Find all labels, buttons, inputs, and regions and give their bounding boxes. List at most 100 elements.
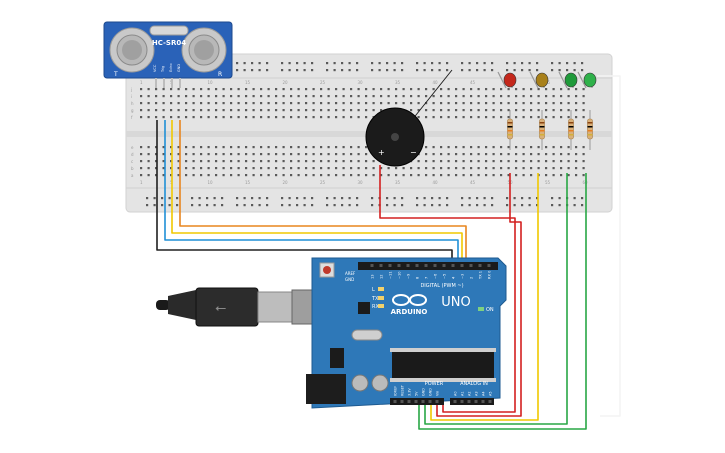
breadboard-hole: [417, 88, 420, 91]
breadboard-rail-hole: [491, 69, 494, 72]
led: [558, 71, 578, 89]
breadboard-rail-hole: [266, 69, 269, 72]
sensor-pin-label: Trig: [161, 66, 165, 73]
breadboard-row-letter: e: [131, 145, 134, 150]
breadboard-hole: [162, 160, 165, 163]
breadboard-hole: [155, 109, 158, 112]
digital-pin-label: 2: [470, 277, 474, 279]
tx-label: TX: [371, 296, 379, 302]
breadboard-hole: [252, 146, 255, 149]
wire-red-buzzer: [379, 165, 516, 413]
breadboard-hole: [455, 146, 458, 149]
breadboard-rail-hole: [483, 204, 486, 207]
digital-pin: [388, 264, 392, 267]
breadboard-hole: [530, 102, 533, 105]
resistor: [587, 110, 593, 150]
breadboard-hole: [185, 153, 188, 156]
breadboard-hole: [297, 153, 300, 156]
breadboard-hole: [380, 174, 383, 177]
analog-pin-label: A3: [475, 392, 479, 396]
breadboard-hole: [530, 153, 533, 156]
breadboard-hole: [342, 109, 345, 112]
breadboard-hole: [575, 153, 578, 156]
breadboard-hole: [267, 116, 270, 119]
breadboard-hole: [200, 95, 203, 98]
breadboard-hole: [230, 109, 233, 112]
breadboard-hole: [200, 116, 203, 119]
breadboard-hole: [297, 95, 300, 98]
led: [497, 71, 517, 89]
breadboard-hole: [162, 109, 165, 112]
usb-plug: [195, 287, 259, 327]
breadboard-hole: [162, 153, 165, 156]
breadboard-rail-hole: [483, 62, 486, 65]
breadboard-hole: [560, 95, 563, 98]
breadboard-hole: [477, 153, 480, 156]
breadboard-rail-hole: [513, 197, 516, 200]
breadboard-hole: [305, 95, 308, 98]
breadboard-hole: [192, 95, 195, 98]
breadboard-hole: [335, 109, 338, 112]
breadboard-hole: [500, 102, 503, 105]
breadboard-hole: [515, 160, 518, 163]
breadboard-rail-hole: [528, 69, 531, 72]
breadboard-hole: [545, 109, 548, 112]
breadboard-rail-hole: [393, 62, 396, 65]
breadboard-hole: [312, 160, 315, 163]
breadboard-hole: [432, 153, 435, 156]
breadboard-hole: [447, 146, 450, 149]
breadboard-hole: [545, 167, 548, 170]
digital-pin: [487, 264, 491, 267]
resistor: [507, 110, 513, 150]
breadboard-hole: [492, 88, 495, 91]
breadboard-hole: [417, 95, 420, 98]
breadboard-hole: [380, 109, 383, 112]
breadboard-hole: [395, 167, 398, 170]
breadboard-hole: [320, 160, 323, 163]
breadboard-hole: [260, 116, 263, 119]
usb-cable: ⭠: [156, 287, 333, 327]
breadboard-rail-hole: [461, 69, 464, 72]
breadboard-hole: [500, 95, 503, 98]
breadboard-hole: [252, 88, 255, 91]
breadboard-hole: [440, 109, 443, 112]
breadboard-hole: [282, 109, 285, 112]
breadboard-hole: [425, 174, 428, 177]
breadboard-hole: [492, 146, 495, 149]
breadboard-hole: [485, 95, 488, 98]
breadboard-hole: [432, 167, 435, 170]
breadboard-hole: [477, 109, 480, 112]
breadboard-rail-hole: [536, 62, 539, 65]
breadboard-hole: [582, 174, 585, 177]
breadboard-hole: [185, 102, 188, 105]
breadboard-hole: [297, 174, 300, 177]
arduino-brand: ARDUINO: [391, 308, 428, 316]
breadboard-rail-hole: [416, 204, 419, 207]
breadboard-hole: [305, 88, 308, 91]
breadboard-hole: [155, 174, 158, 177]
breadboard-hole: [320, 102, 323, 105]
breadboard-hole: [192, 153, 195, 156]
breadboard-rail-hole: [446, 69, 449, 72]
breadboard-hole: [500, 109, 503, 112]
breadboard-hole: [350, 109, 353, 112]
breadboard-hole: [207, 160, 210, 163]
breadboard-hole: [177, 109, 180, 112]
led-array: [497, 71, 597, 150]
breadboard-hole: [342, 167, 345, 170]
power-pin: [393, 400, 397, 403]
breadboard-hole: [335, 102, 338, 105]
breadboard-hole: [410, 102, 413, 105]
breadboard-hole: [215, 109, 218, 112]
breadboard-hole: [185, 116, 188, 119]
breadboard-hole: [552, 160, 555, 163]
breadboard-hole: [492, 174, 495, 177]
breadboard-hole: [275, 153, 278, 156]
breadboard-hole: [177, 102, 180, 105]
breadboard-hole: [275, 167, 278, 170]
aref-label: AREF: [345, 271, 356, 276]
breadboard-hole: [312, 153, 315, 156]
breadboard-row-letter: b: [131, 166, 134, 171]
